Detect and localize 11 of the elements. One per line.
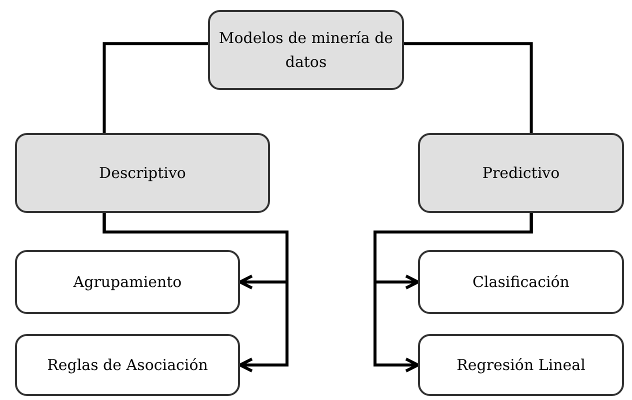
category-box: Descriptivo xyxy=(15,133,270,213)
category-box: Modelos de minería de datos xyxy=(208,10,404,90)
category-box: Predictivo xyxy=(418,133,624,213)
arrow xyxy=(102,213,288,372)
connector-line xyxy=(102,42,208,133)
connector-line xyxy=(404,42,533,133)
method-box: Clasificación xyxy=(418,250,624,314)
arrow xyxy=(374,213,533,372)
method-box: Agrupamiento xyxy=(15,250,240,314)
method-box: Regresión Lineal xyxy=(418,334,624,396)
method-box: Reglas de Asociación xyxy=(15,334,240,396)
